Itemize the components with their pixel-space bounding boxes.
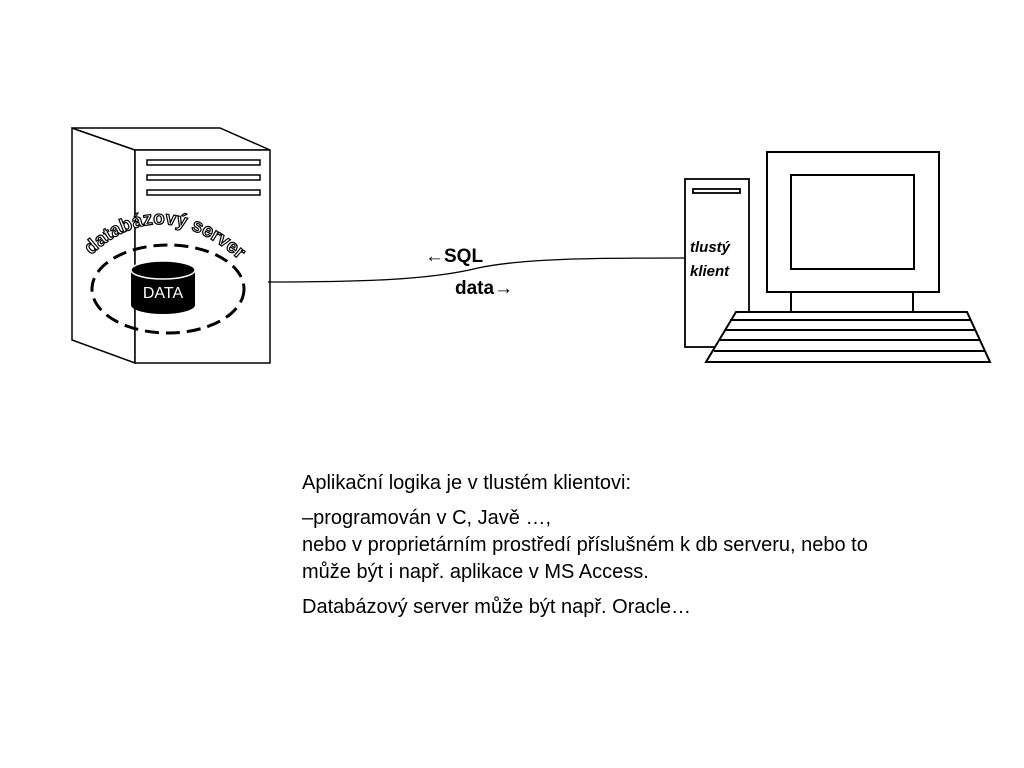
database-cylinder-icon bbox=[130, 260, 196, 314]
data-response-label: data→ bbox=[455, 278, 513, 299]
client-label-line2: klient bbox=[690, 263, 730, 280]
client-monitor bbox=[766, 151, 940, 313]
sql-request-label: ←SQL bbox=[425, 246, 483, 267]
data-label: DATA bbox=[143, 285, 184, 302]
server-boundary-ellipse bbox=[90, 243, 246, 335]
connection-line bbox=[267, 257, 686, 283]
para-programmed-line3: může být i např. aplikace v MS Access. bbox=[302, 561, 649, 583]
client-keyboard bbox=[704, 311, 992, 363]
para-db-server: Databázový server může být např. Oracle… bbox=[302, 596, 692, 618]
explanation-text: Aplikační logika je v tlustém klientovi:… bbox=[302, 470, 1002, 629]
client-label-line1: tlustý bbox=[690, 239, 731, 256]
server-tower bbox=[71, 126, 271, 365]
para-programmed-line1: –programován v C, Javě …, bbox=[302, 507, 551, 529]
para-programmed-line2: nebo v proprietárním prostředí příslušné… bbox=[302, 534, 868, 556]
para-app-logic: Aplikační logika je v tlustém klientovi: bbox=[302, 472, 632, 494]
